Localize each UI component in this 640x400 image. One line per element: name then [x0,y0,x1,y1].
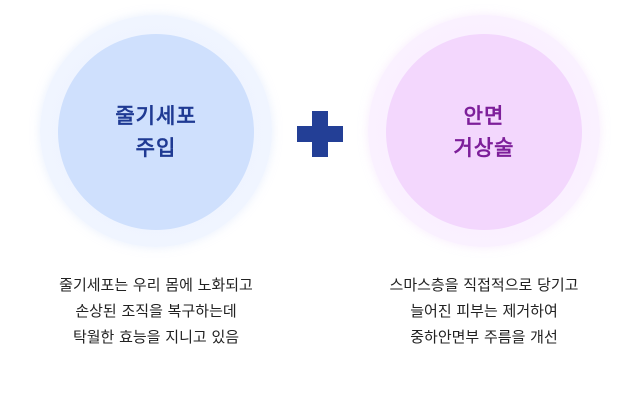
facelift-title-line-2: 거상술 [453,136,515,160]
facelift-circle: 안면 거상술 [386,34,582,230]
stem-cell-description-line-2: 손상된 조직을 복구하는데 [75,302,237,320]
facelift-description-line-3: 중하안면부 주름을 개선 [410,328,558,346]
plus-icon-vertical-bar [312,111,328,157]
plus-icon [297,111,343,157]
stem-cell-description-line-1: 줄기세포는 우리 몸에 노화되고 [59,276,253,294]
stem-cell-title-line-1: 줄기세포 [115,104,197,128]
facelift-description: 스마스층을 직접적으로 당기고 늘어진 피부는 제거하여 중하안면부 주름을 개… [354,272,614,350]
stem-cell-description-line-3: 탁월한 효능을 지니고 있음 [72,328,240,346]
stem-cell-description: 줄기세포는 우리 몸에 노화되고 손상된 조직을 복구하는데 탁월한 효능을 지… [26,272,286,350]
stem-cell-circle: 줄기세포 주입 [58,34,254,230]
facelift-description-line-2: 늘어진 피부는 제거하여 [410,302,558,320]
facelift-description-line-1: 스마스층을 직접적으로 당기고 [389,276,579,294]
facelift-title-line-1: 안면 [463,104,505,128]
stem-cell-title-line-2: 주입 [135,136,177,160]
